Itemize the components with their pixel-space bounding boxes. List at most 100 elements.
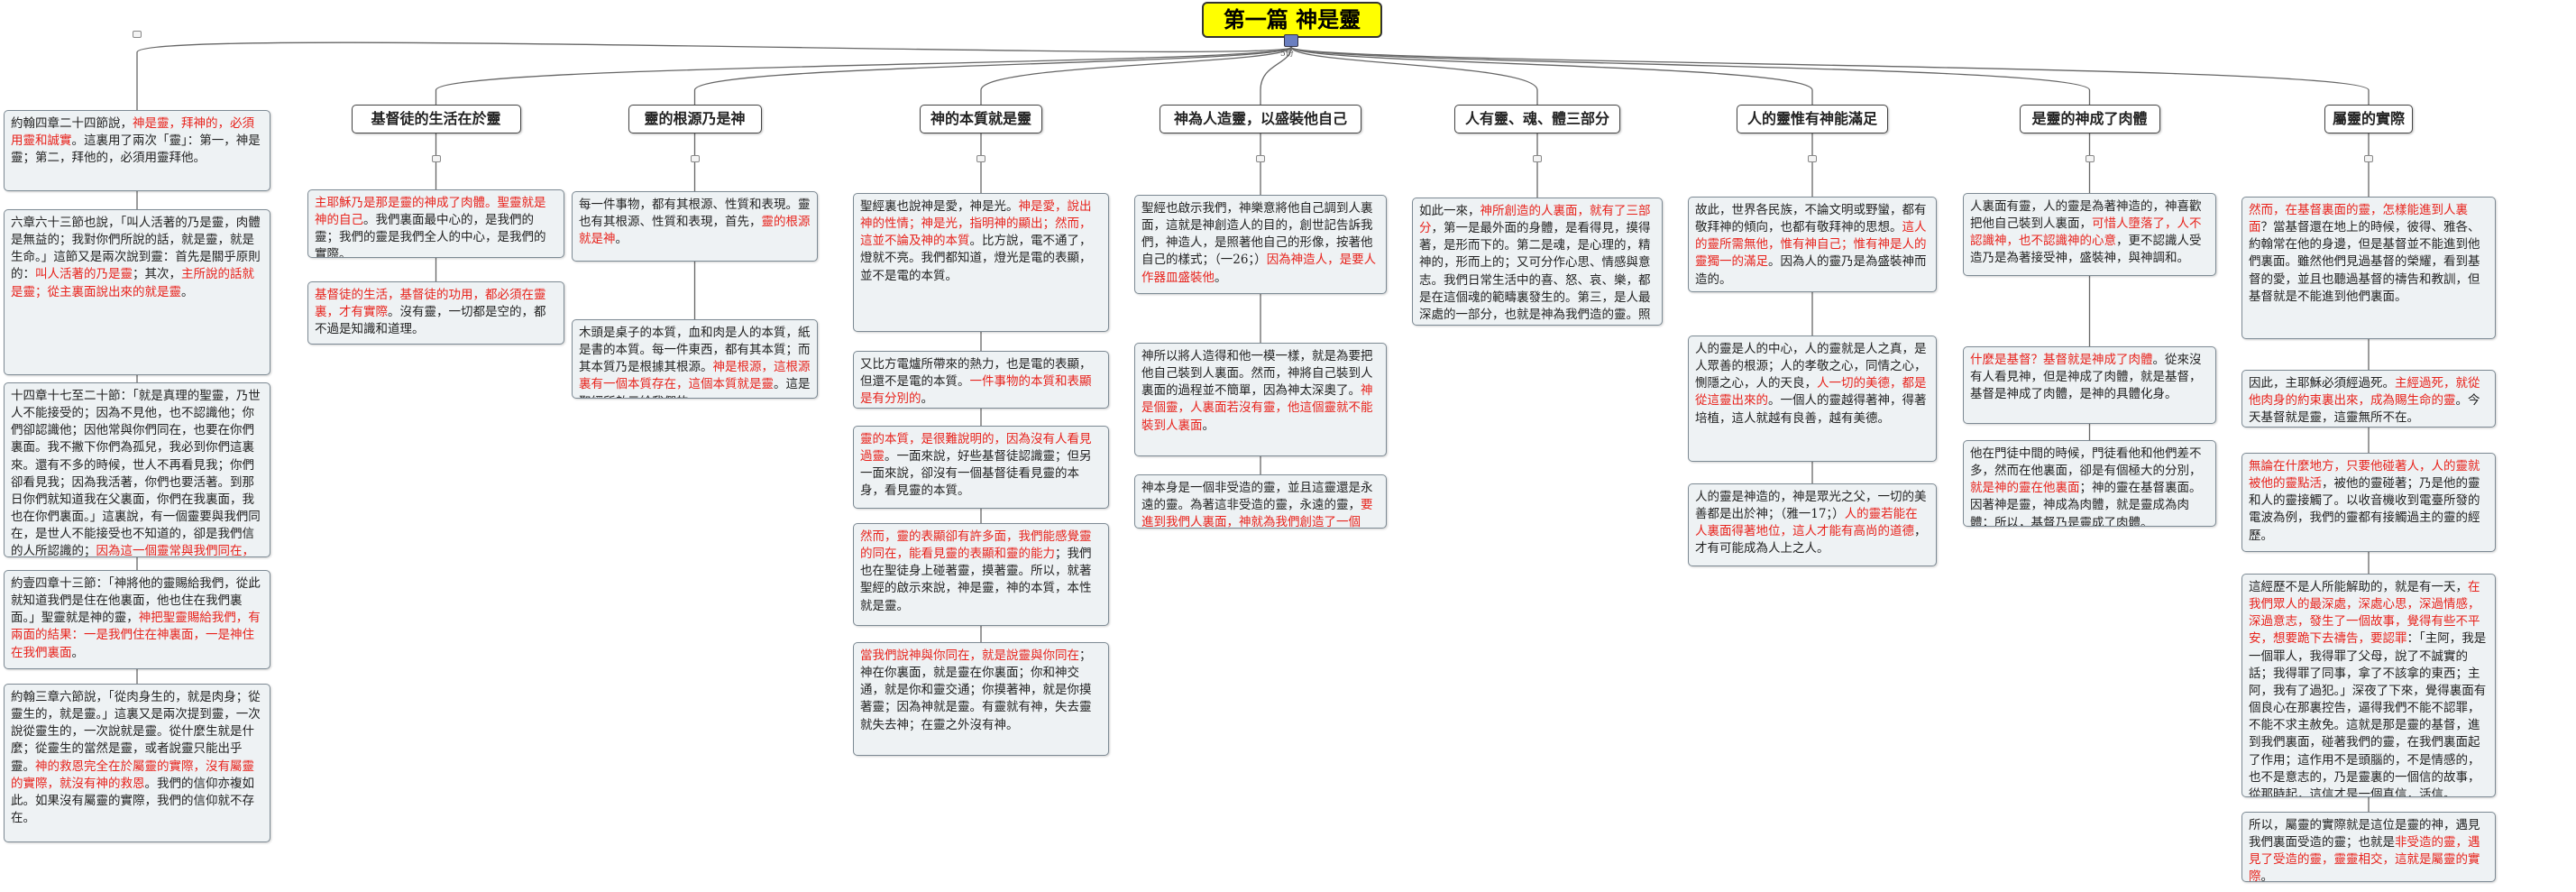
note-text: ：「主阿，我是一個罪人，我得罪了父母，說了不誠實的話；我得罪了同事，拿了不該拿的… <box>2249 631 2487 797</box>
collapse-toggle-icon[interactable] <box>1256 155 1265 162</box>
note-box[interactable]: 然而，在基督裏面的靈，怎樣能進到人裏面？當基督還在地上的時候，彼得、雅各、約翰常… <box>2241 197 2496 339</box>
root-topic[interactable]: 第一篇 神是靈 <box>1202 2 1382 38</box>
note-box[interactable]: 聖經也啟示我們，神樂意將他自己調到人裏面，這就是神創造人的目的，創世記告訴我們，… <box>1134 195 1387 294</box>
highlight-text: 無論在什麼地方，只要他碰著人，人的靈就被他的靈點活 <box>2249 459 2480 492</box>
note-text: ；神在你裏面，就是靈在你裏面；你和神交通，就是你和靈交通；你摸著神，就是你摸著靈… <box>860 648 1092 732</box>
note-box[interactable]: 他在門徒中間的時候，門徒看他和他們差不多，然而在他裏面，卻是有個極大的分別，就是… <box>1963 440 2216 527</box>
collapse-toggle-icon[interactable] <box>1284 34 1298 47</box>
connector-curve <box>136 41 1292 53</box>
note-box[interactable]: 神本身是一個非受造的靈，並且這靈還是永遠的靈。為著這非受造的靈，永遠的靈，要進到… <box>1134 474 1387 529</box>
note-text: 。 <box>615 232 628 247</box>
note-text: ；其次， <box>133 267 181 282</box>
highlight-text: 主所說的話就是靈；從主裏面說出來的就是靈 <box>11 267 254 299</box>
note-box[interactable]: 然而，靈的表顯卻有許多面，我們能感覺靈的同在，能看見靈的表顯和靈的能力；我們也在… <box>853 523 1109 626</box>
note-text: 。 <box>181 284 194 299</box>
note-box[interactable]: 故此，世界各民族，不論文明或野蠻，都有敬拜神的傾向，也都有敬拜神的思想。這人的靈… <box>1688 197 1937 292</box>
note-box[interactable]: 無論在什麼地方，只要他碰著人，人的靈就被他的靈點活，被他的靈碰著；乃是他的靈和人… <box>2241 453 2496 552</box>
note-box[interactable]: 基督徒的生活，基督徒的功用，都必須在靈裏，才有實際。沒有靈，一切都是空的，都不過… <box>307 281 564 345</box>
collapse-toggle-icon[interactable] <box>2364 155 2373 162</box>
branch-topic[interactable]: 神的本質就是靈 <box>920 105 1042 133</box>
note-text: 六章六十三節也說，「叫人活著的乃是靈，肉體是無益的；我對你們所說的話，就是靈，就… <box>11 216 261 282</box>
collapse-toggle-icon[interactable] <box>431 155 441 162</box>
note-text: 。我們裏面最中心的，是我們的靈；我們的靈是我們全人的中心，是我們的實際。 <box>315 213 546 258</box>
connector-curve <box>1290 46 1538 91</box>
highlight-text: 神是靈，拜神的，必須用靈和誠實 <box>11 116 254 149</box>
note-box[interactable]: 聖經裏也說神是愛，神是光。神是愛，說出神的性情；神是光，指明神的顯出；然而，這並… <box>853 193 1109 332</box>
note-text: 。 <box>1215 270 1227 285</box>
collapse-toggle-icon[interactable] <box>1808 155 1817 162</box>
highlight-text: 神是愛，說出神的性情；神是光，指明神的顯出；然而，這並不論及神的本質 <box>860 199 1092 249</box>
note-box[interactable]: 約翰三章六節說，「從肉身生的，就是肉身；從靈生的，就是靈。」這裏又是兩次提到靈，… <box>4 684 270 842</box>
branch-topic[interactable]: 人的靈惟有神能滿足 <box>1737 105 1888 133</box>
highlight-text: 人一切的美德，都是從這靈出來的 <box>1695 376 1927 409</box>
note-text: ；我們也在聖徒身上碰著靈，摸著靈。所以，就著聖經的啟示來說，神是靈，神的本質，本… <box>860 547 1092 613</box>
note-text: ，才有可能成為人上之人。 <box>1695 524 1927 556</box>
note-box[interactable]: 木頭是桌子的本質，血和肉是人的本質，紙是書的本質。每一件東西，都有其本質；而其本… <box>572 319 818 399</box>
collapse-toggle-icon[interactable] <box>2085 155 2095 162</box>
note-box[interactable]: 六章六十三節也說，「叫人活著的乃是靈，肉體是無益的；我對你們所說的話，就是靈，就… <box>4 209 270 375</box>
highlight-text: 非受造的靈，遇見了受造的靈，靈靈相交，這就是屬靈的實際 <box>2249 835 2480 882</box>
highlight-text: 基督徒的生活，基督徒的功用，都必須在靈裏，才有實際 <box>315 288 546 320</box>
highlight-text: 什麼是基督？基督就是神成了肉體 <box>1970 353 2153 367</box>
note-text: 聖經也啟示我們，神樂意將他自己調到人裏面，這就是神創造人的目的，創世記告訴我們，… <box>1141 201 1373 268</box>
branch-topic[interactable]: 屬靈的實際 <box>2324 105 2413 133</box>
note-box[interactable]: 當我們說神與你同在，就是說靈與你同在；神在你裏面，就是靈在你裏面；你和神交通，就… <box>853 642 1109 756</box>
collapse-toggle-icon[interactable] <box>133 31 142 38</box>
note-text: 。沒有靈，一切都是空的，都不過是知識和道理。 <box>315 305 546 337</box>
note-text: ，更不認識人受造乃是為著接受神，盛裝神，與神調和。 <box>1970 234 2202 266</box>
highlight-text: 一件事物的本質和表顯是有分別的 <box>860 374 1092 407</box>
connector-curve <box>980 46 1292 91</box>
collapse-toggle-icon[interactable] <box>976 155 985 162</box>
connector-curve <box>693 46 1292 91</box>
connector-curve <box>1290 46 2091 91</box>
note-text: 又比方電爐所帶來的熱力，也是電的表顯，但還不是電的本質。 <box>860 357 1092 390</box>
note-box[interactable]: 每一件事物，都有其根源、性質和表現。靈也有其根源、性質和表現，首先，靈的根源就是… <box>572 191 818 262</box>
note-box[interactable]: 這經歷不是人所能解助的，就是有一天，在我們眾人的最深處，深處心思，深過情感，深過… <box>2241 574 2496 797</box>
highlight-text: 然而，在基督裏面的靈，怎樣能進到人裏面 <box>2249 203 2468 235</box>
collapse-toggle-icon[interactable] <box>690 155 700 162</box>
note-text: 聖經裏也說神是愛，神是光。 <box>860 199 1019 214</box>
note-text: 如此一來， <box>1419 204 1481 218</box>
note-box[interactable]: 十四章十七至二十節：「就是真理的聖靈，乃世人不能接受的；因為不見他，也不認識他；… <box>4 382 270 557</box>
note-box[interactable]: 什麼是基督？基督就是神成了肉體。從來沒有人看見神，但是神成了肉體，就是基督，基督… <box>1963 346 2216 424</box>
branch-topic[interactable]: 人有靈、魂、體三部分 <box>1454 105 1620 133</box>
note-box[interactable]: 神所以將人造得和他一模一樣，就是為要把他自己裝到人裏面。然而，神將自己裝到人裏面… <box>1134 343 1387 456</box>
connector-curve <box>1290 46 2370 91</box>
note-box[interactable]: 約壹四章十三節：「神將他的靈賜給我們，從此就知道我們是住在他裏面，他也住在我們裏… <box>4 570 270 669</box>
highlight-text: 靈的本質，是很難說明的，因為沒有人看見過靈 <box>860 432 1092 464</box>
note-box[interactable]: 靈的本質，是很難說明的，因為沒有人看見過靈。一面來說，好些基督徒認識靈；但另一面… <box>853 426 1109 509</box>
branch-topic[interactable]: 基督徒的生活在於靈 <box>351 105 521 133</box>
branch-topic[interactable]: 神為人造靈，以盛裝他自己 <box>1160 105 1361 133</box>
note-text: 。 <box>921 391 934 407</box>
note-box[interactable]: 又比方電爐所帶來的熱力，也是電的表顯，但還不是電的本質。一件事物的本質和表顯是有… <box>853 351 1109 409</box>
note-text: ？當基督還在地上的時候，彼得、雅各、約翰常在他的身邊，但是基督並不能進到他們裏面… <box>2249 220 2480 304</box>
highlight-text: 然而，靈的表顯卻有許多面，我們能感覺靈的同在，能看見靈的表顯和靈的能力 <box>860 529 1092 562</box>
root-child-count: 5份 <box>1280 50 1294 59</box>
note-box[interactable]: 所以，屬靈的實際就是這位是靈的神，遇見我們裏面受造的靈；也就是非受造的靈，遇見了… <box>2241 812 2496 882</box>
note-text: 。因為人的靈乃是為盛裝神而造的。 <box>1695 254 1927 287</box>
note-text: 。一個人的靈越得著神，得著培植，這人就越有良善，越有美德。 <box>1695 393 1927 426</box>
branch-topic[interactable]: 靈的根源乃是神 <box>628 105 762 133</box>
note-box[interactable]: 約翰四章二十四節說，神是靈，拜神的，必須用靈和誠實。這裏用了兩次「靈」：第一，神… <box>4 110 270 191</box>
note-text: ，被他的靈碰著；乃是他的靈和人的靈接觸了。以收音機收到電臺所發的電波為例，我們的… <box>2249 476 2480 543</box>
highlight-text: 因為神造人，是要人作器皿盛裝他 <box>1141 253 1377 285</box>
note-text: 人的靈是人的中心，人的靈就是人之真，是人眾善的根源；人的孝敬之心，同情之心，惻隱… <box>1695 342 1927 391</box>
note-box[interactable]: 因此，主耶穌必須經過死。主經過死，就從他肉身的約束裏出來，成為賜生命的靈。今天基… <box>2241 370 2496 428</box>
note-text: 約翰四章二十四節說， <box>11 116 133 131</box>
note-box[interactable]: 主耶穌乃是那是靈的神成了肉體。聖靈就是神的自己。我們裏面最中心的，是我們的靈；我… <box>307 189 564 258</box>
note-text: 。 <box>2260 869 2274 882</box>
note-box[interactable]: 人的靈是神造的，神是眾光之父，一切的美善都是出於神；（雅一17；）人的靈若能在人… <box>1688 483 1937 566</box>
note-box[interactable]: 人的靈是人的中心，人的靈就是人之真，是人眾善的根源；人的孝敬之心，同情之心，惻隱… <box>1688 336 1937 462</box>
note-text: 。 <box>71 645 85 660</box>
collapse-toggle-icon[interactable] <box>1533 155 1542 162</box>
note-text: 因此，主耶穌必須經過死。 <box>2249 376 2395 391</box>
note-text: 。這是聖經所啟示給我們的。 <box>579 377 811 398</box>
note-text: 。比方說，電不通了，燈就不亮。我們都知道，燈光是電的表顯，並不是電的本質。 <box>860 234 1092 283</box>
highlight-text: 可惜人墮落了，人不認識神，也不認識神的心意 <box>1970 216 2202 249</box>
note-box[interactable]: 如此一來，神所創造的人裏面，就有了三部分，第一是最外面的身體，是看得見，摸得著，… <box>1412 198 1663 326</box>
highlight-text: 叫人活著的乃是靈 <box>35 267 133 282</box>
highlight-text: 要進到我們人裏面，神就為我們創造了一個靈 <box>1141 498 1373 529</box>
note-box[interactable]: 人裏面有靈，人的靈是為著神造的，神喜歡把他自己裝到人裏面，可惜人墮落了，人不認識… <box>1963 193 2216 276</box>
branch-topic[interactable]: 是靈的神成了肉體 <box>2019 105 2160 133</box>
